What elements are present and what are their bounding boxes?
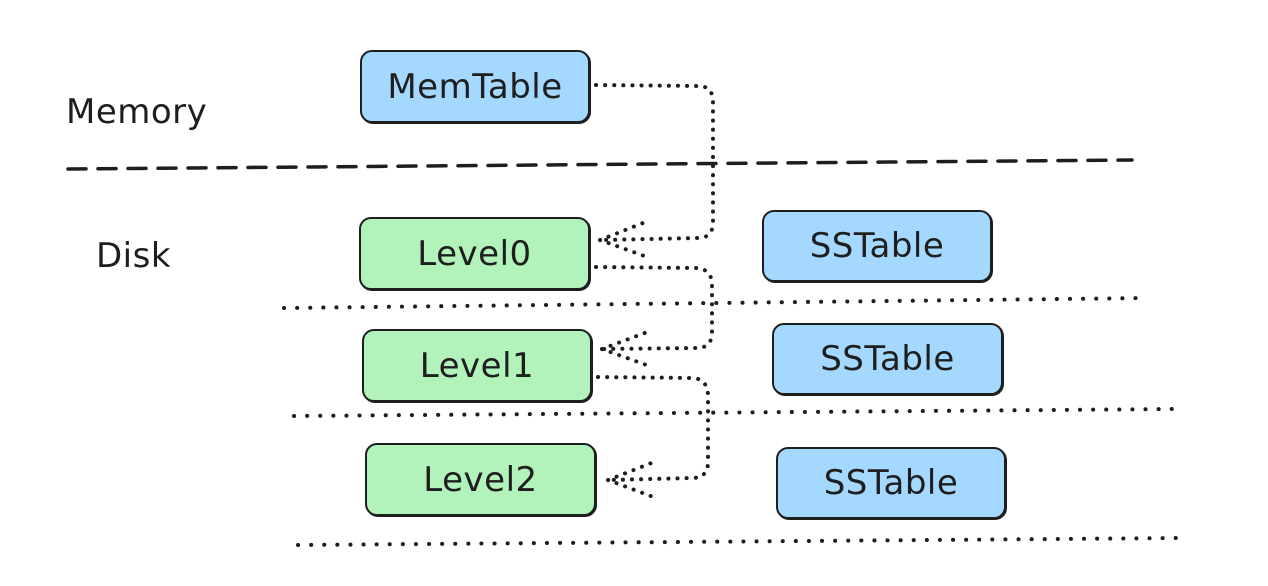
arrowhead-level2 (606, 460, 658, 500)
arrowhead-level1 (600, 329, 654, 369)
level1-separator (292, 407, 1178, 418)
level2-separator (296, 536, 1182, 547)
flush-arrow-memtable-to-level0 (594, 83, 715, 242)
arrowhead-level0 (598, 219, 652, 260)
compaction-arrow-level0-to-level1 (594, 265, 714, 351)
memtable-box: MemTable (360, 50, 590, 123)
level0-box: Level0 (359, 217, 590, 290)
sstable-level0-box: SSTable (762, 210, 992, 282)
sstable-level2-box: SSTable (776, 447, 1006, 519)
sstable-level1-box: SSTable (772, 323, 1003, 395)
compaction-arrow-level1-to-level2 (596, 375, 710, 482)
level1-box: Level1 (362, 329, 592, 402)
disk-region-label: Disk (96, 236, 172, 276)
level2-box: Level2 (365, 443, 596, 516)
memory-region-label: Memory (66, 92, 208, 132)
level0-separator (282, 296, 1150, 310)
memory-disk-separator (66, 158, 1134, 171)
